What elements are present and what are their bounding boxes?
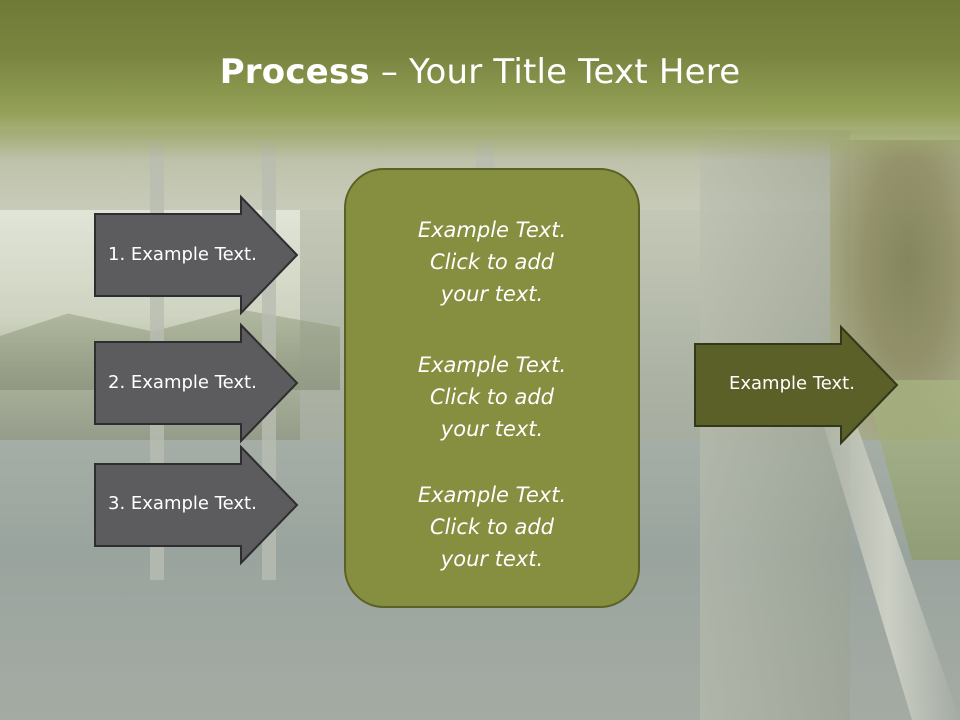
title-bold: Process (219, 52, 370, 92)
left-arrow-1-label: 1. Example Text. (108, 244, 257, 265)
left-arrow-2[interactable] (94, 322, 300, 444)
panel-line: Example Text. (417, 218, 567, 242)
panel-text-block-1[interactable]: Example Text. Click to add your text. (346, 214, 638, 310)
center-panel[interactable]: Example Text. Click to add your text. Ex… (344, 168, 640, 608)
slide-title[interactable]: Process – Your Title Text Here (0, 52, 960, 92)
panel-line: Example Text. (417, 483, 567, 507)
panel-line: your text. (440, 282, 544, 306)
left-arrow-2-label: 2. Example Text. (108, 372, 257, 393)
panel-line: Click to add (429, 385, 554, 409)
panel-line: Click to add (429, 250, 554, 274)
panel-line: your text. (440, 417, 544, 441)
left-arrow-1[interactable] (94, 194, 300, 316)
right-arrow[interactable] (694, 324, 900, 446)
right-arrow-label: Example Text. (729, 373, 855, 394)
panel-line: Example Text. (417, 353, 567, 377)
panel-text-block-3[interactable]: Example Text. Click to add your text. (346, 479, 638, 575)
panel-line: your text. (440, 547, 544, 571)
panel-text-block-2[interactable]: Example Text. Click to add your text. (346, 349, 638, 445)
panel-line: Click to add (429, 515, 554, 539)
title-rest: – Your Title Text Here (369, 52, 741, 92)
left-arrow-3[interactable] (94, 444, 300, 566)
left-arrow-3-label: 3. Example Text. (108, 493, 257, 514)
title-band (0, 0, 960, 160)
